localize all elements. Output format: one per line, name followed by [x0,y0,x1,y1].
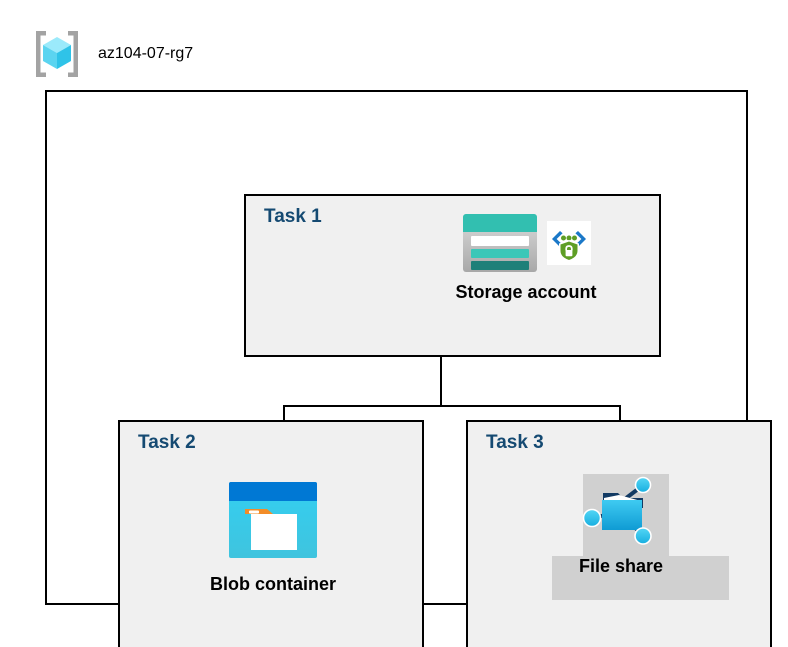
file-share-label-highlight [552,556,729,600]
task-3-label: Task 3 [486,432,544,453]
node-file-share[interactable]: File share [526,474,716,577]
task-2-label: Task 2 [138,432,196,453]
blob-container-caption: Blob container [209,574,336,594]
node-blob-container[interactable]: Blob container [163,480,383,595]
resource-group-cube-icon [36,31,78,77]
connector-horizontal-bus [283,405,621,407]
blob-container-icon [229,482,317,558]
storage-icon-row [461,212,591,274]
secure-endpoint-shield-icon [547,221,591,265]
task-3-box[interactable]: Task 3 [466,420,772,647]
task-1-label: Task 1 [264,206,322,227]
node-storage-account[interactable]: Storage account [396,212,656,303]
storage-account-caption: Storage account [455,282,597,302]
file-share-caption: File share [578,556,664,576]
task-2-box[interactable]: Task 2 [118,420,424,647]
resource-group-header: az104-07-rg7 [30,26,450,82]
task-1-box[interactable]: Task 1 [244,194,661,357]
page-title: az104-07-rg7 [98,45,194,62]
storage-account-icon [463,214,537,272]
connector-storage-trunk [440,322,442,407]
resource-group-boundary: Task 1 [45,90,772,647]
file-share-icon [582,476,652,545]
